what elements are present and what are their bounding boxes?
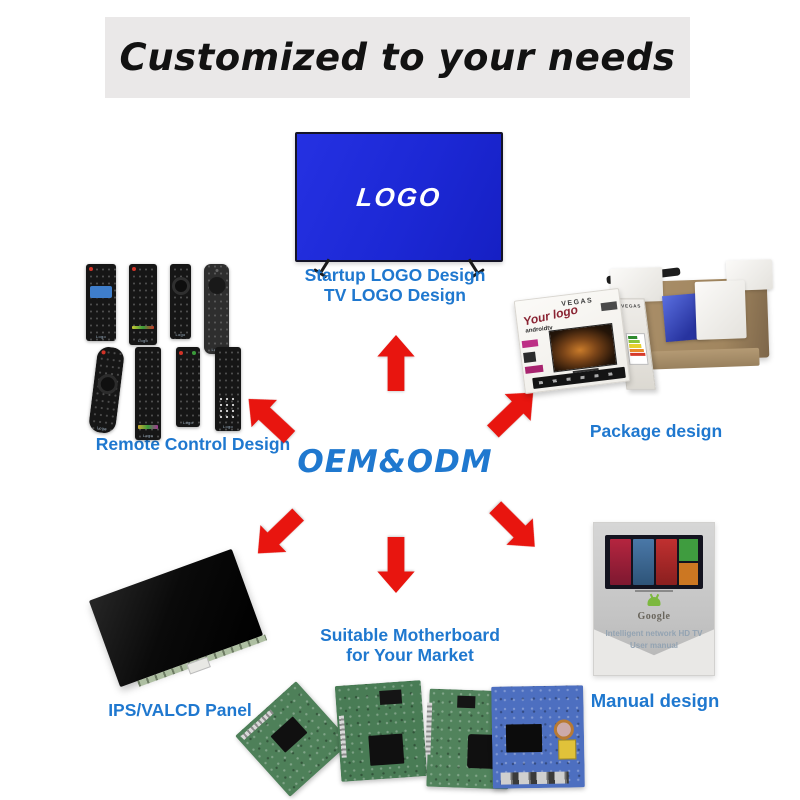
caption-panel: IPS/VALCD Panel [108,700,252,720]
motherboard-green-2 [334,680,428,782]
box-feature-badge [523,351,537,363]
manual-illustration: Google Intelligent network HD TV User ma… [593,522,715,676]
tv-illustration: LOGO [295,132,503,275]
remote-control: Logo [86,264,116,341]
caption-motherboard-line1: Suitable Motherboard [320,625,500,645]
manual-tv-picture [605,535,703,592]
manual-subtitle-line: User manual [629,641,679,650]
package-illustration: VEGAS VEGAS Your logo androidtv [513,259,773,397]
lcd-connector-tab [186,656,211,675]
app-tile [633,539,655,585]
box-side-brand: VEGAS [620,303,642,309]
remote-control: Logo [135,347,161,440]
arrow-up-left-icon [248,398,296,444]
caption-motherboard: Suitable Motherboard for Your Market [293,625,527,665]
connector-row [338,715,347,758]
coil [553,719,575,740]
center-oem-odm-label: OEM&ODM [297,444,493,480]
remote-control: Logo [215,347,241,431]
transformer [558,739,577,760]
chip [379,689,403,705]
tv-screen-logo-text: LOGO [355,181,443,212]
app-tile-column [679,539,699,585]
app-tile [610,539,632,585]
app-tile [679,563,699,585]
remote-controls-row-1: Logo Logo Logo Logo [86,264,229,354]
caption-logo-design: Startup LOGO Design TV LOGO Design [258,265,532,305]
arrow-down-icon [377,537,415,593]
heatsink [505,723,543,753]
remote-control: Logo [129,264,157,345]
remote-control: Logo [176,347,200,427]
lcd-panel-illustration [88,548,270,688]
manual-title-line: Intelligent network HD TV [605,629,703,638]
arrow-down-left-icon [257,508,304,554]
motherboard-green-1 [235,681,351,797]
remote-logo-label: Logo [222,424,234,429]
energy-label [625,333,649,365]
arrow-down-right-icon [489,501,535,547]
remote-control: Logo [170,264,191,339]
motherboard-blue [491,685,585,789]
arrow-up-icon [377,335,415,391]
app-tile [656,539,678,585]
remote-controls-row-2: Logo Logo Logo Logo [87,345,241,440]
box-feature-badge [521,339,539,349]
box-feature-badge [524,364,544,374]
chip [270,716,308,753]
caption-tv-logo: TV LOGO Design [324,285,466,305]
remote-logo-label: Logo [175,332,186,337]
chip [457,695,476,709]
caption-package-design: Package design [589,421,723,441]
caption-motherboard-line2: for Your Market [346,645,474,665]
title-banner: Customized to your needs [105,17,690,98]
connector-row [425,702,433,755]
remote-control: Logo [204,264,229,354]
carton-base [649,347,760,370]
caption-startup-logo: Startup LOGO Design [304,265,486,285]
manual-google-text: Google [637,611,671,622]
remote-logo-label: Logo [96,425,108,432]
app-tile [679,539,699,561]
remote-logo-label: Logo [142,433,154,438]
caption-manual-design: Manual design [590,690,720,711]
box-tv-picture [548,322,618,373]
retail-box-front: VEGAS Your logo androidtv [513,287,631,395]
box-spec-badge [600,301,618,312]
remote-logo-label: Logo [137,338,149,343]
port-row [500,771,569,785]
chip [368,733,405,766]
remote-logo-label: Logo [95,334,107,339]
foam-block [694,280,747,340]
lcd-panel [88,548,268,688]
remote-control: Logo [87,345,126,435]
android-robot-icon [647,597,661,606]
page-title: Customized to your needs [119,36,676,79]
remote-logo-label: Logo [182,420,194,425]
arrow-up-right-icon [487,392,534,438]
